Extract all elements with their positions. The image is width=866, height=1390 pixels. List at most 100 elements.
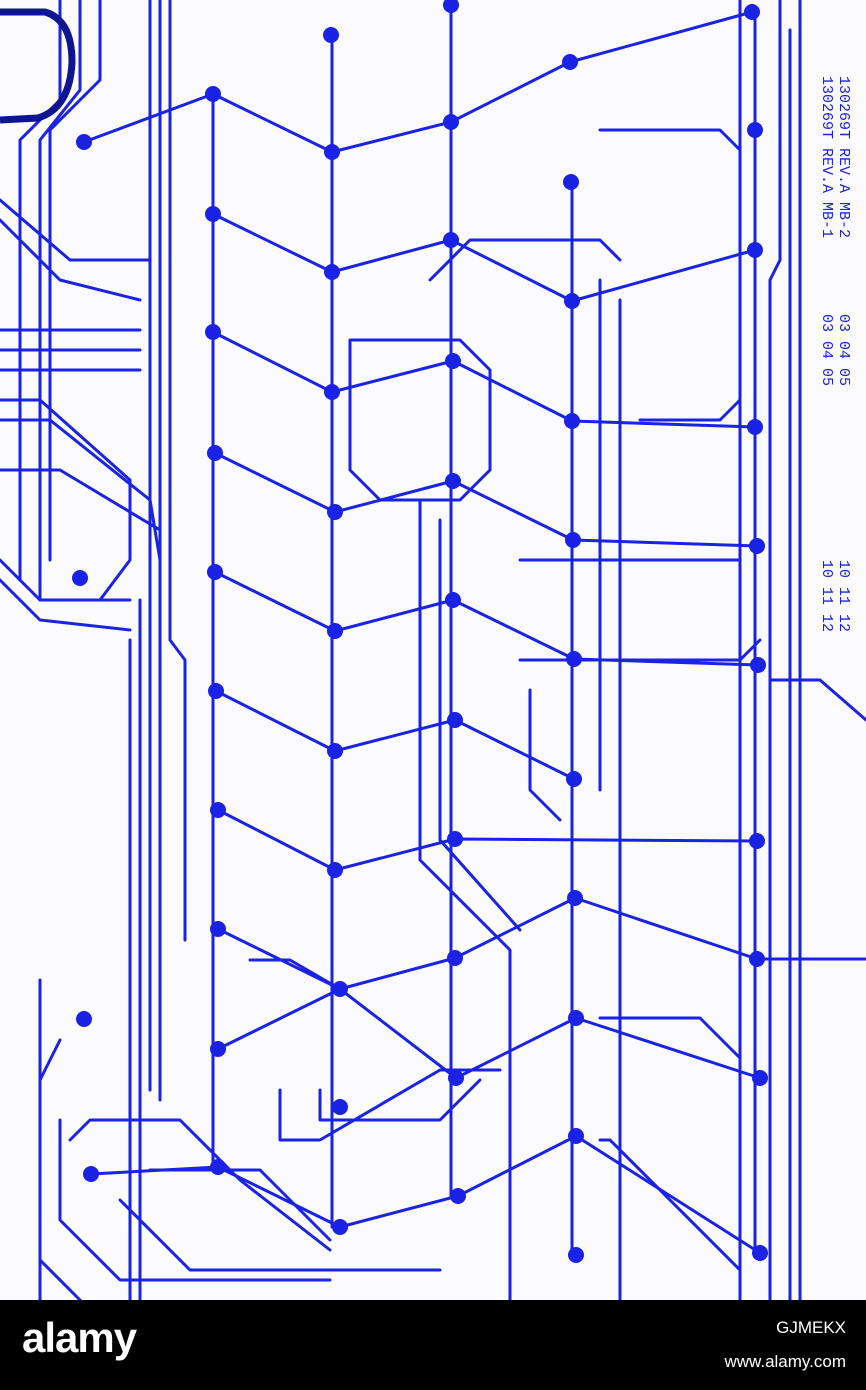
solder-pad [323, 27, 339, 43]
solder-pad [752, 1245, 768, 1261]
solder-pad [568, 1010, 584, 1026]
solder-pad [568, 1247, 584, 1263]
solder-pad [750, 657, 766, 673]
circuit-trace [278, 1068, 502, 1142]
solder-pad [568, 1128, 584, 1144]
circuit-trace [216, 896, 759, 991]
solder-pad [205, 324, 221, 340]
solder-pad [562, 54, 578, 70]
circuit-trace [58, 1118, 332, 1282]
circuit-trace [428, 238, 622, 282]
circuit-trace [598, 1016, 742, 1060]
circuit-trace [118, 1198, 442, 1272]
solder-pad [83, 1166, 99, 1182]
silkscreen-digit [0, 8, 76, 124]
circuit-trace [0, 578, 132, 632]
solder-pad [443, 232, 459, 248]
image-id: GJMEKX [776, 1318, 846, 1337]
solder-pad [565, 532, 581, 548]
solder-pad [327, 623, 343, 639]
circuit-trace [38, 1038, 82, 1300]
solder-pad [324, 264, 340, 280]
stock-watermark-bar: alamy GJMEKX www.alamy.com [0, 1300, 866, 1390]
solder-pad [445, 592, 461, 608]
circuit-trace [48, 0, 102, 562]
solder-pad [207, 564, 223, 580]
circuit-trace [213, 451, 759, 548]
stock-url: www.alamy.com [724, 1352, 846, 1371]
solder-pad [332, 1219, 348, 1235]
solder-pad [72, 570, 88, 586]
solder-pad [447, 950, 463, 966]
circuit-trace [768, 678, 866, 722]
solder-pad [210, 1159, 226, 1175]
solder-pad [327, 743, 343, 759]
solder-pad [205, 86, 221, 102]
circuit-trace [598, 128, 742, 152]
number-row-line-1: 10 11 12 [835, 560, 852, 633]
date-code-line-2: 03 04 05 [818, 314, 835, 387]
circuit-trace [148, 1168, 332, 1242]
solder-pad [324, 384, 340, 400]
circuit-trace [211, 330, 757, 429]
solder-pad [450, 1188, 466, 1204]
circuit-trace [216, 987, 762, 1080]
solder-pad [327, 862, 343, 878]
solder-pad [327, 504, 343, 520]
solder-pad [445, 473, 461, 489]
solder-pad [332, 981, 348, 997]
circuit-trace [248, 958, 342, 991]
solder-pad [749, 538, 765, 554]
solder-pad [744, 4, 760, 20]
circuit-trace [598, 1138, 742, 1272]
solder-pad [752, 1070, 768, 1086]
circuit-trace [216, 808, 759, 872]
circuit-trace [418, 498, 512, 1300]
circuit-trace [0, 398, 132, 602]
circuit-photo: 130269T REV.A MB-2 130269T REV.A MB-1 03… [0, 0, 866, 1300]
circuit-trace [348, 338, 492, 502]
solder-pad [332, 1099, 348, 1115]
circuit-trace [89, 1134, 762, 1255]
circuit-trace [518, 638, 762, 662]
circuit-trace [438, 518, 522, 932]
solder-pad [443, 114, 459, 130]
solder-pad [210, 921, 226, 937]
solder-pad [205, 206, 221, 222]
solder-pad [566, 771, 582, 787]
solder-pad [564, 413, 580, 429]
circuit-trace [211, 212, 757, 303]
solder-pad [566, 651, 582, 667]
circuit-trace [0, 418, 162, 562]
solder-pad [749, 833, 765, 849]
solder-pad [747, 122, 763, 138]
solder-pad [208, 683, 224, 699]
solder-pad [747, 242, 763, 258]
stock-logo: alamy [22, 1314, 137, 1361]
circuit-trace [638, 398, 742, 422]
part-number-line-2: 130269T REV.A MB-1 [818, 76, 835, 239]
solder-pad [448, 1070, 464, 1086]
circuit-traces [0, 0, 866, 1300]
circuit-trace [528, 688, 562, 822]
circuit-trace [38, 0, 82, 602]
solder-pad [76, 134, 92, 150]
solder-pad [747, 419, 763, 435]
solder-pad [567, 890, 583, 906]
circuit-trace [214, 689, 576, 781]
solder-pad [564, 293, 580, 309]
solder-pad [324, 144, 340, 160]
solder-pad [563, 174, 579, 190]
solder-pad [210, 1041, 226, 1057]
circuit-trace [168, 0, 187, 942]
solder-pad [76, 1011, 92, 1027]
circuit-trace [68, 1118, 332, 1252]
number-row-line-2: 10 11 12 [818, 560, 835, 633]
circuit-trace [318, 1078, 482, 1122]
solder-pad [749, 951, 765, 967]
solder-pad [447, 831, 463, 847]
part-number-line-1: 130269T REV.A MB-2 [835, 76, 852, 239]
solder-pad [443, 0, 459, 13]
solder-pad [447, 712, 463, 728]
solder-pad [445, 353, 461, 369]
